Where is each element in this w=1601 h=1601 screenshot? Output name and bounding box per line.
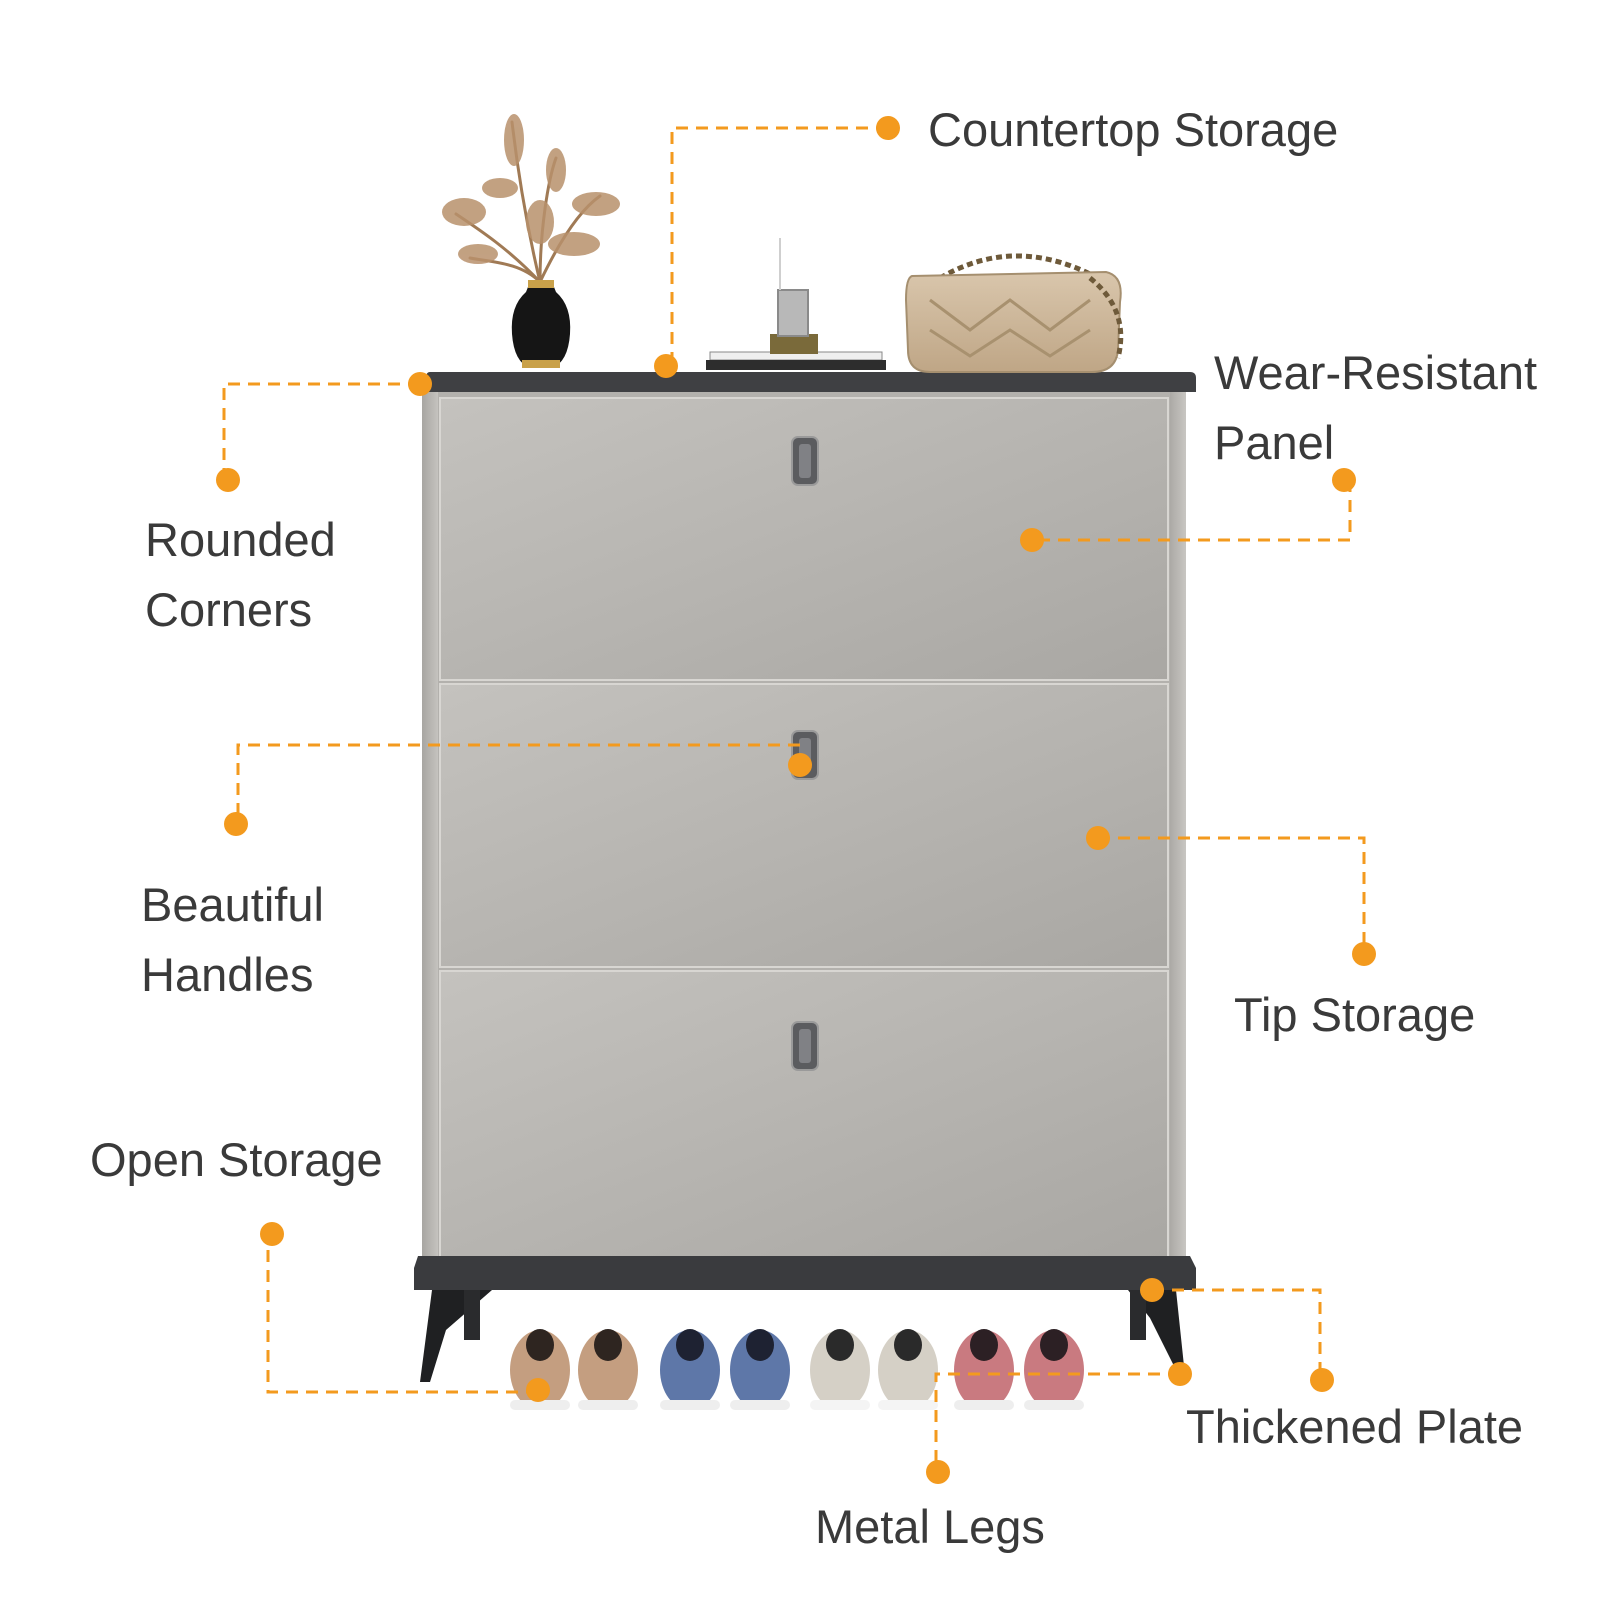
callout-dot-wear-resistant-start — [1020, 528, 1044, 552]
shoe-cabinet — [414, 372, 1196, 1382]
callout-line-tip-storage — [1098, 836, 1366, 954]
callout-line-wear-resistant — [1032, 480, 1352, 542]
callout-dot-rounded-end — [216, 468, 240, 492]
drawer-middle — [439, 683, 1169, 968]
label-handles-line2: Handles — [141, 948, 314, 1001]
callout-dot-legs-end — [926, 1460, 950, 1484]
label-rounded-line2: Corners — [145, 583, 313, 636]
callout-line-handles — [236, 743, 800, 824]
base-plate — [414, 1256, 1196, 1290]
shoe-pair-blue — [660, 1329, 790, 1410]
drawer-handle-bottom — [791, 1021, 819, 1071]
shoe-pair-beige — [810, 1329, 938, 1410]
drawer-bottom — [439, 970, 1169, 1258]
callout-dot-tip-end — [1352, 942, 1376, 966]
callout-dot-rounded-start — [408, 372, 432, 396]
callout-dot-countertop-start — [654, 354, 678, 378]
callout-line-countertop — [670, 126, 888, 366]
label-tip-storage: Tip Storage — [1234, 988, 1476, 1041]
label-rounded-line1: Rounded — [145, 513, 336, 566]
callout-dot-wear-resistant-end — [1332, 468, 1356, 492]
vase-with-dried-plant — [442, 114, 620, 368]
shoes-row — [510, 1329, 1084, 1410]
leg-foot-left-back — [464, 1290, 480, 1340]
candle-on-books — [706, 238, 886, 370]
handbag — [904, 253, 1124, 373]
label-wear-resistant-line2: Panel — [1214, 416, 1335, 469]
callout-dot-open-start — [526, 1378, 550, 1402]
metal-leg-right — [1128, 1290, 1184, 1366]
callout-line-thickened-plate — [1152, 1288, 1322, 1380]
callout-dot-open-end — [260, 1222, 284, 1246]
label-open-storage: Open Storage — [90, 1133, 383, 1186]
label-handles-line1: Beautiful — [141, 878, 324, 931]
callout-dot-handles-end — [224, 812, 248, 836]
callout-dot-tip-start — [1086, 826, 1110, 850]
callout-line-metal-legs — [934, 1372, 1180, 1472]
shoe-pair-pink — [954, 1329, 1084, 1410]
callout-dot-plate-end — [1310, 1368, 1334, 1392]
countertop-panel — [426, 372, 1196, 392]
callout-line-rounded-corners — [222, 382, 420, 480]
shoe-pair-tan — [510, 1329, 638, 1410]
drawer-handle-top — [791, 436, 819, 486]
metal-leg-left — [420, 1290, 492, 1382]
label-countertop-storage: Countertop Storage — [928, 103, 1339, 156]
vase — [511, 282, 571, 368]
callout-dot-plate-start — [1140, 1278, 1164, 1302]
callout-dot-countertop-end — [876, 116, 900, 140]
callout-line-open-storage — [266, 1234, 538, 1394]
leg-foot-right-back — [1130, 1290, 1146, 1340]
callout-dot-handles-start — [788, 753, 812, 777]
cabinet-side-left — [422, 385, 440, 1263]
label-wear-resistant-line1: Wear-Resistant — [1214, 346, 1538, 399]
callout-dot-legs-start — [1168, 1362, 1192, 1386]
cabinet-side-right — [1168, 385, 1186, 1263]
label-thickened-plate: Thickened Plate — [1186, 1400, 1524, 1453]
label-metal-legs: Metal Legs — [815, 1500, 1045, 1553]
